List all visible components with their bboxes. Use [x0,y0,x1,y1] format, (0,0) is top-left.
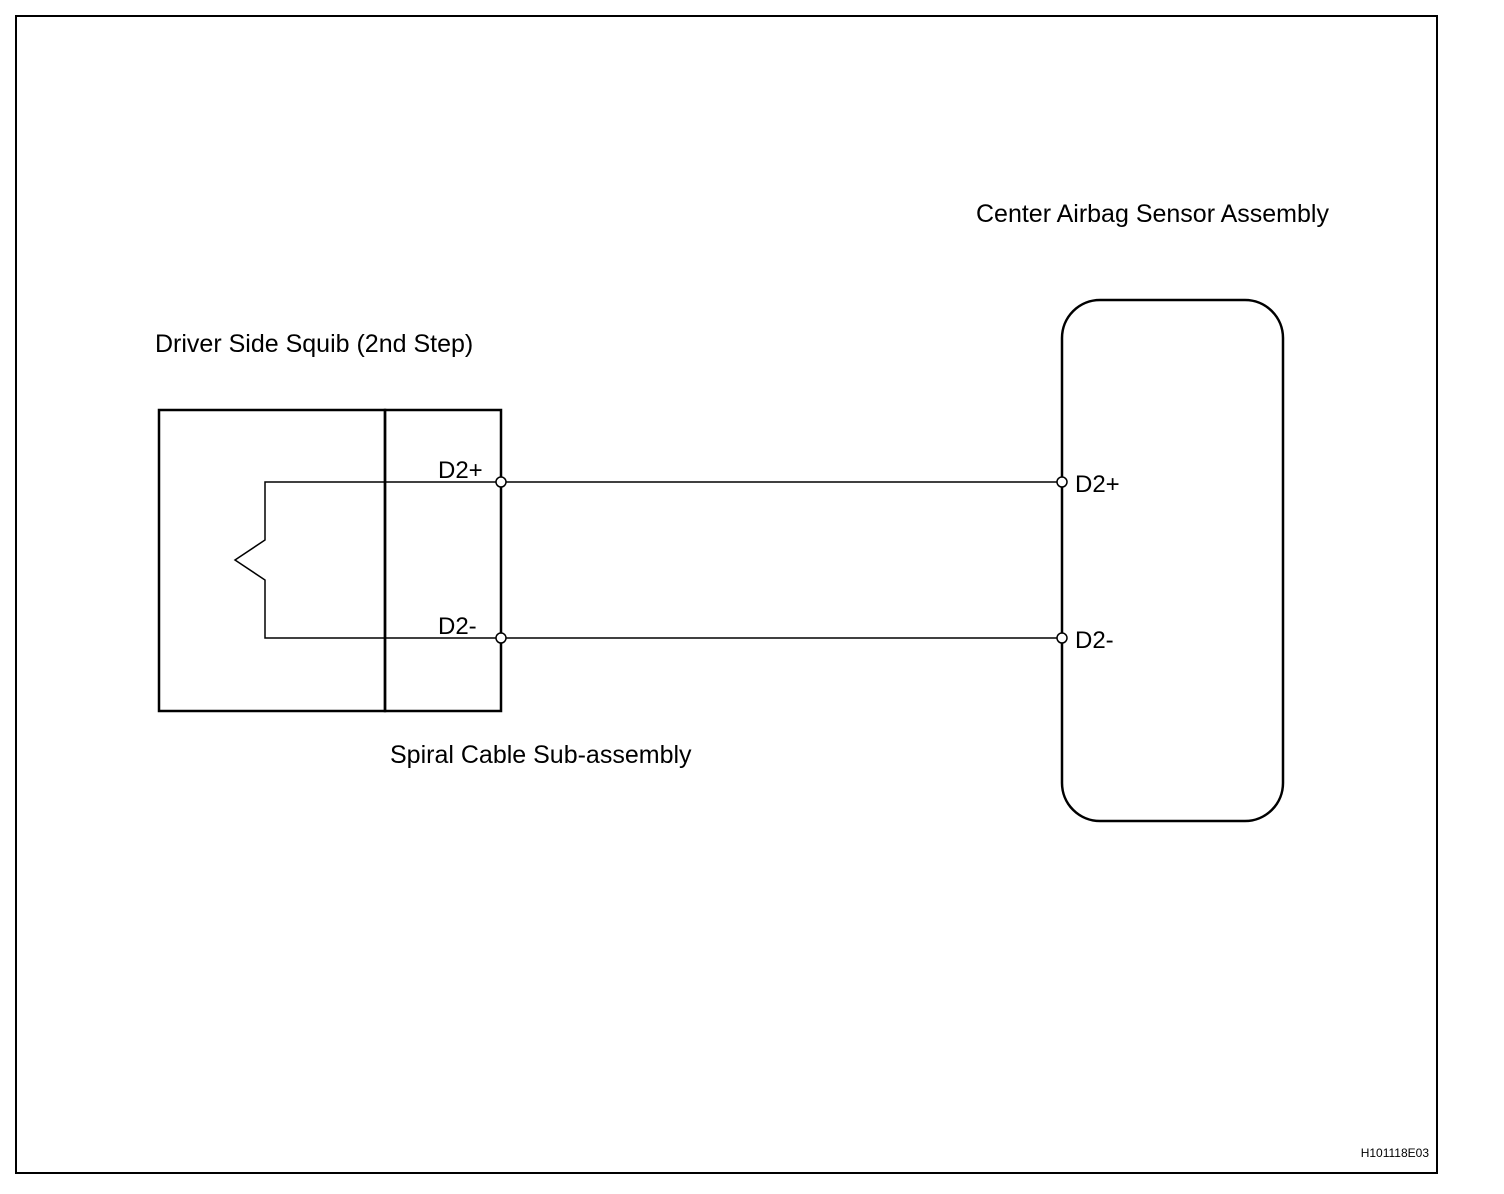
spiral-cable-label: Spiral Cable Sub-assembly [390,741,692,769]
sensor-label: Center Airbag Sensor Assembly [976,200,1329,228]
sensor-box [1060,298,1285,823]
terminal-spiral-minus [495,632,507,644]
pin-label-spiral-plus: D2+ [438,457,483,484]
pin-label-spiral-minus: D2- [438,613,477,640]
terminal-sensor-minus [1056,632,1068,644]
squib-element [233,481,501,639]
terminal-sensor-plus [1056,476,1068,488]
squib-box [157,408,387,713]
figure-id: H101118E03 [1361,1146,1430,1160]
diagram-frame [15,15,1438,1174]
terminal-spiral-plus [495,476,507,488]
spiral-cable-box [383,408,503,713]
pin-label-sensor-minus: D2- [1075,627,1114,654]
pin-label-sensor-plus: D2+ [1075,471,1120,498]
squib-label: Driver Side Squib (2nd Step) [155,330,473,358]
